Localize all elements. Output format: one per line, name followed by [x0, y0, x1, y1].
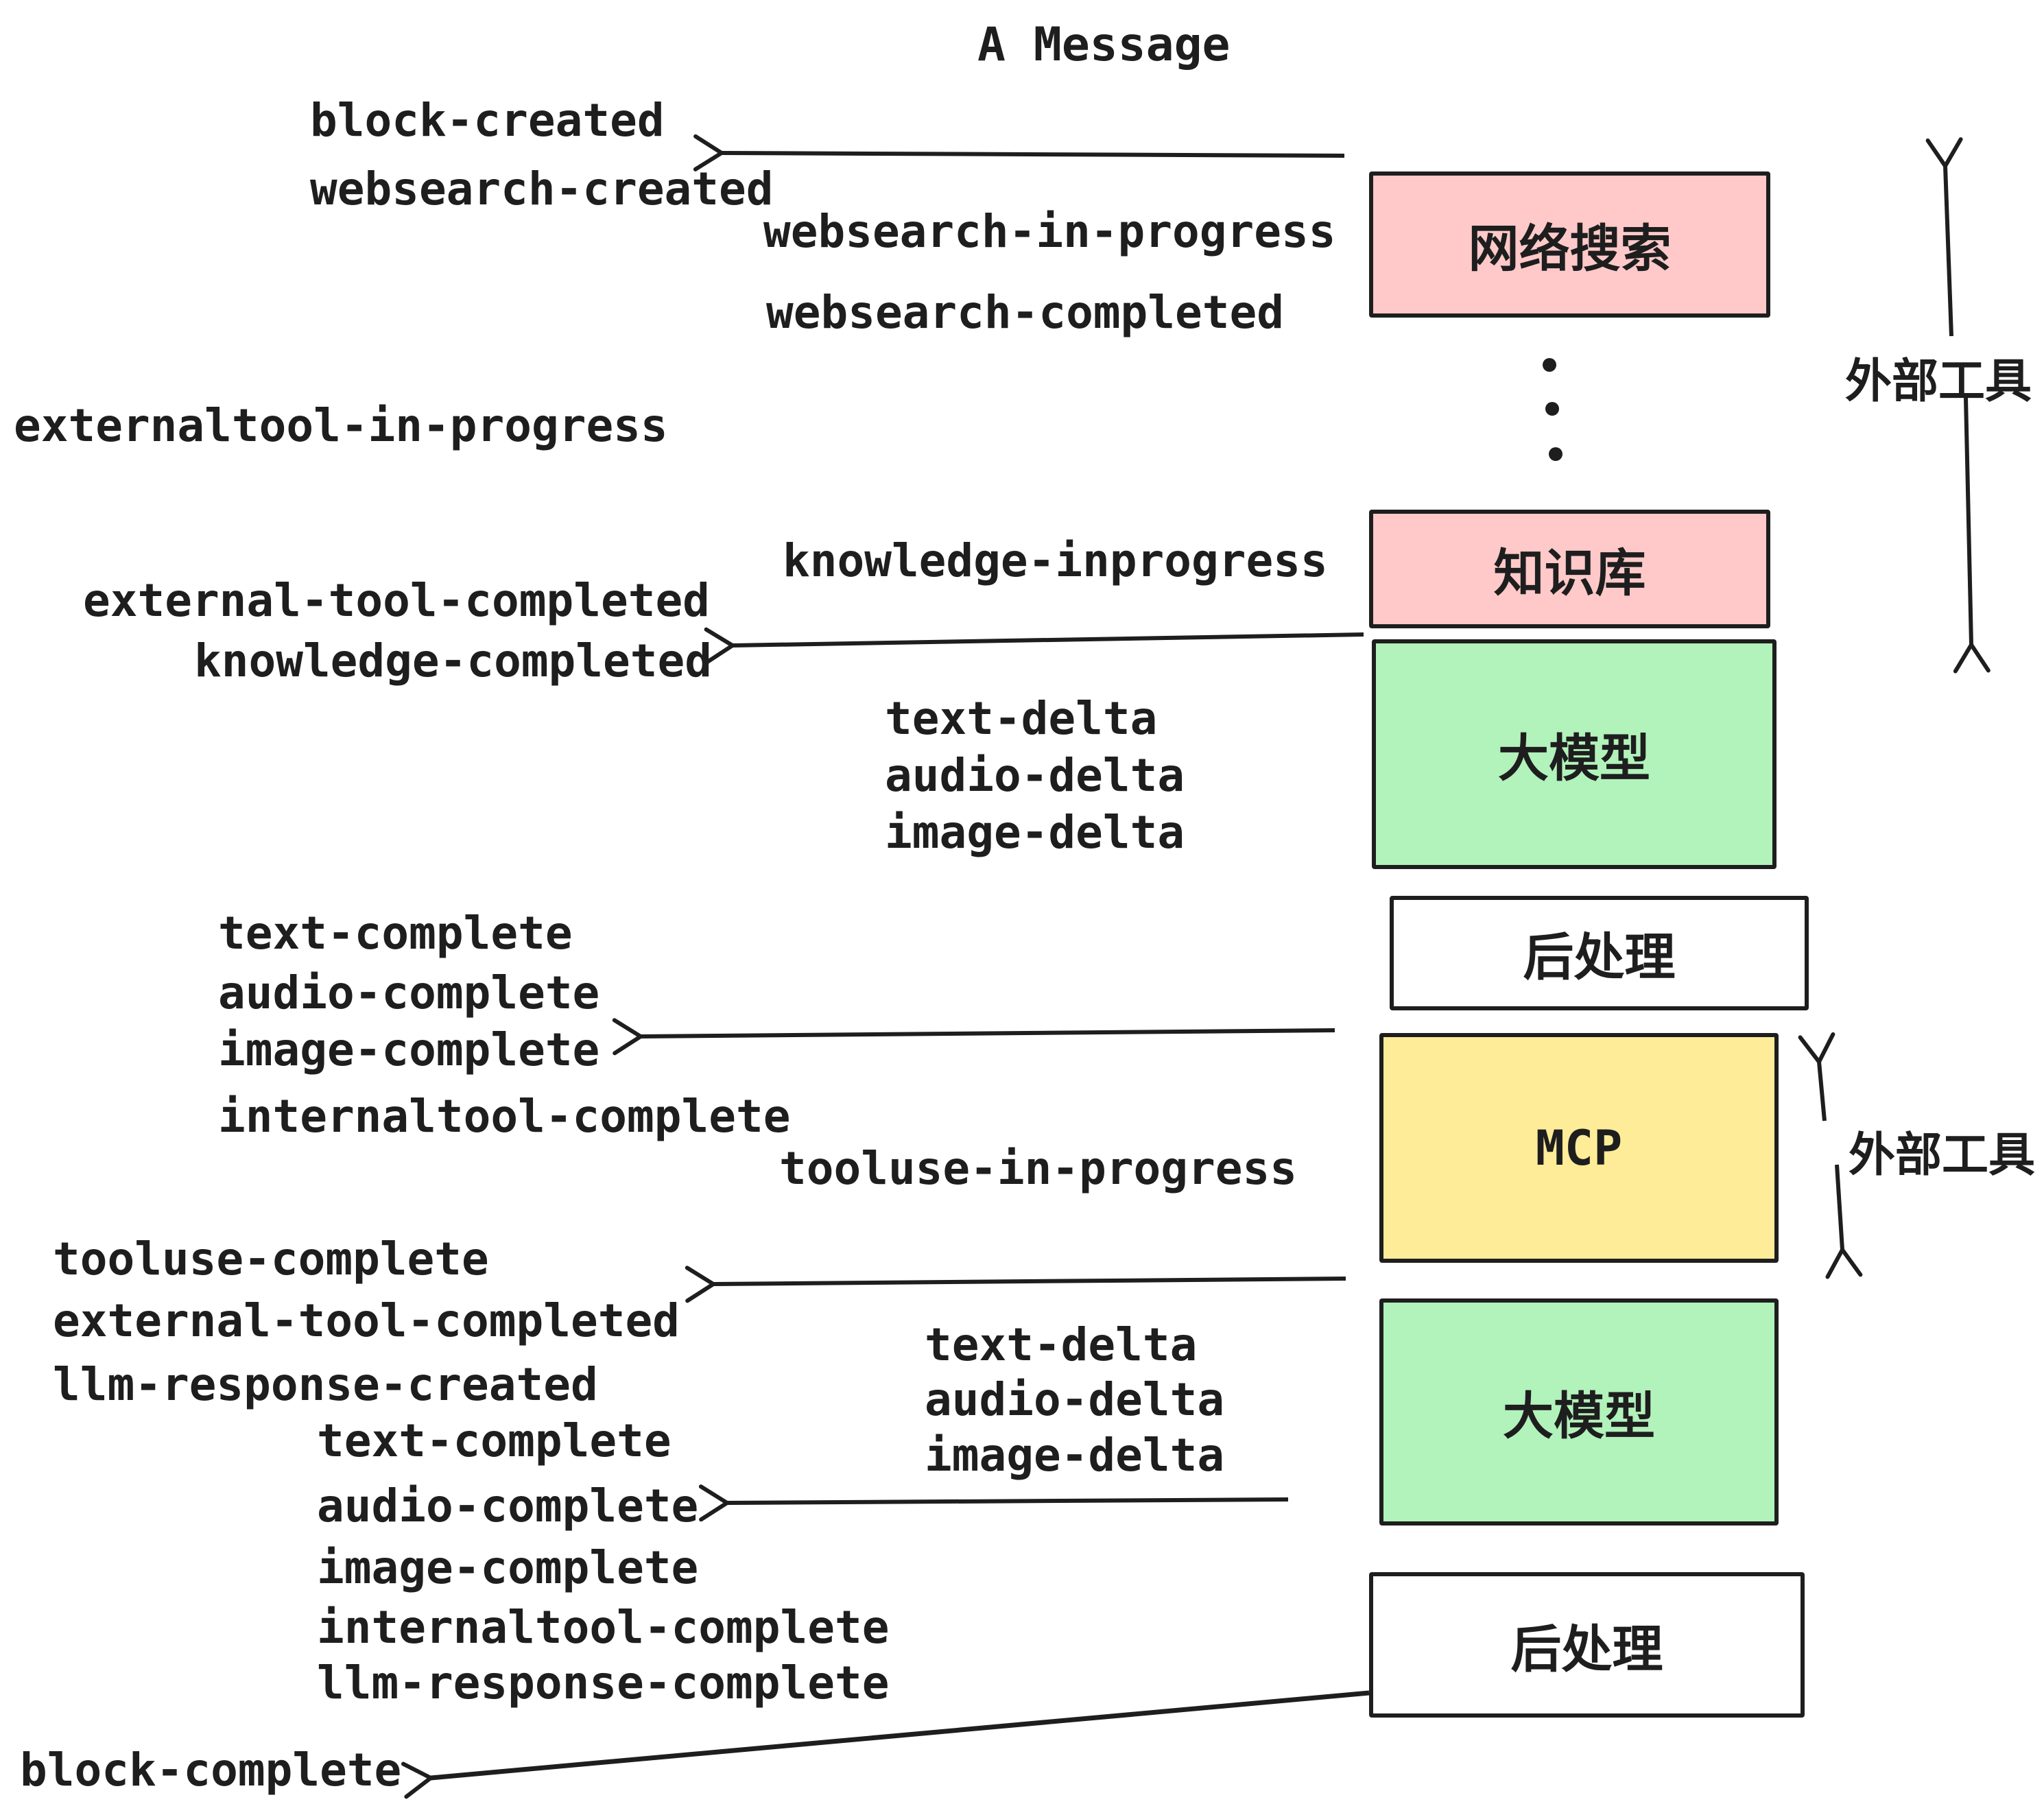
arrow-websearch-to-created [693, 134, 1345, 171]
event-tooluse-in-progress: tooluse-in-progress [779, 1142, 1297, 1195]
event-block-complete: block-complete [20, 1744, 402, 1796]
arrow-external-tools-down [1953, 397, 1990, 674]
event-external-tool-completed: external-tool-completed [83, 574, 710, 627]
event-llm-response-created: llm-response-created [53, 1358, 598, 1411]
arrow-post-to-block-complete [401, 1690, 1370, 1799]
mcp-box-label: MCP [1535, 1119, 1623, 1176]
external-tools-label-top: 外部工具 [1845, 355, 2032, 409]
event-knowledge-completed: knowledge-completed [194, 634, 712, 687]
event-text-delta-2: text-delta [925, 1318, 1198, 1371]
event-text-complete: text-complete [218, 907, 573, 960]
event-image-complete: image-complete [218, 1023, 600, 1076]
event-internaltool-complete: internaltool-complete [218, 1090, 791, 1143]
event-audio-delta: audio-delta [885, 749, 1185, 802]
knowledge-base-box: 知识库 [1369, 510, 1770, 628]
post-processing-box-top-label: 后处理 [1523, 928, 1676, 987]
event-externaltool-in-progress: externaltool-in-progress [14, 399, 668, 452]
arrow-post-to-complete [612, 1018, 1335, 1056]
external-tools-label-bottom: 外部工具 [1849, 1128, 2036, 1183]
event-block-created: block-created [310, 94, 665, 147]
event-audio-complete: audio-complete [218, 966, 600, 1019]
event-text-complete-2: text-complete [317, 1414, 672, 1467]
arrow-mcp-external-up [1798, 1032, 1835, 1121]
llm-box-bottom-label: 大模型 [1503, 1387, 1655, 1446]
post-processing-box-bottom-label: 后处理 [1510, 1619, 1663, 1679]
llm-box-top-label: 大模型 [1498, 729, 1650, 788]
arrow-knowledge-to-completed [704, 627, 1364, 665]
event-audio-delta-2: audio-delta [925, 1373, 1225, 1426]
websearch-box-label: 网络搜索 [1468, 219, 1672, 278]
ellipsis-dot [1543, 358, 1556, 372]
event-websearch-in-progress: websearch-in-progress [763, 205, 1336, 258]
post-processing-box-bottom: 后处理 [1369, 1572, 1805, 1718]
arrow-llm-to-complete [698, 1484, 1289, 1522]
event-tooluse-complete: tooluse-complete [53, 1233, 489, 1285]
event-image-delta: image-delta [885, 806, 1185, 859]
event-llm-response-complete: llm-response-complete [317, 1657, 890, 1709]
event-external-tool-completed-2: external-tool-completed [53, 1294, 680, 1347]
event-image-complete-2: image-complete [317, 1541, 699, 1594]
post-processing-box-top: 后处理 [1390, 896, 1809, 1010]
event-knowledge-inprogress: knowledge-inprogress [783, 534, 1328, 587]
llm-box-bottom: 大模型 [1379, 1298, 1779, 1526]
event-text-delta: text-delta [885, 692, 1158, 745]
ellipsis-dot [1549, 447, 1562, 461]
event-internaltool-complete-2: internaltool-complete [317, 1601, 890, 1654]
ellipsis-dot [1545, 402, 1559, 416]
diagram-title: A Message [977, 18, 1231, 72]
mcp-box: MCP [1379, 1033, 1779, 1263]
event-websearch-completed: websearch-completed [766, 286, 1284, 339]
llm-box-top: 大模型 [1372, 639, 1776, 869]
knowledge-base-box-label: 知识库 [1493, 544, 1646, 603]
arrow-external-tools-up [1925, 137, 1963, 337]
arrow-mcp-to-tooluse-complete [685, 1266, 1346, 1303]
websearch-box: 网络搜索 [1369, 171, 1770, 318]
event-image-delta-2: image-delta [925, 1429, 1225, 1482]
event-audio-complete-2: audio-complete [317, 1480, 699, 1532]
event-websearch-created: websearch-created [310, 163, 774, 215]
arrow-mcp-external-down [1825, 1164, 1863, 1279]
